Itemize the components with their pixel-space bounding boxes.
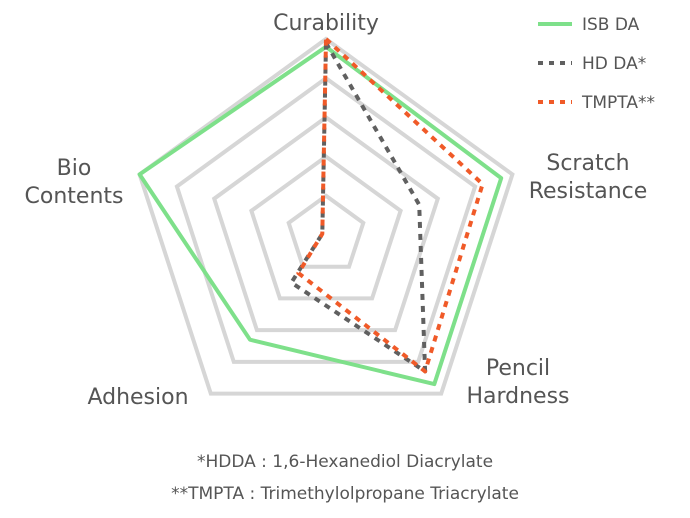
axis-label-line: Adhesion <box>87 385 188 410</box>
legend-label-1: HD DA* <box>582 54 646 74</box>
axis-label-0: Curability <box>273 11 379 36</box>
axis-label-line: Contents <box>25 184 124 209</box>
footnote-hdda: *HDDA : 1,6-Hexanediol Diacrylate <box>196 452 494 472</box>
legend: ISB DA HD DA* TMPTA** <box>538 15 655 113</box>
series-line-1 <box>289 40 428 374</box>
grid-ring-1 <box>286 193 366 269</box>
axis-label-line: Bio <box>57 156 92 181</box>
grid-ring-3 <box>211 114 441 333</box>
series-line-2 <box>296 37 485 374</box>
axis-label-line: Resistance <box>529 179 648 204</box>
axis-label-line: Hardness <box>466 384 569 409</box>
grid-ring-2 <box>249 154 403 301</box>
legend-label-2: TMPTA** <box>581 93 655 113</box>
footnote-tmpta: **TMPTA : Trimethylolpropane Triacrylate <box>171 484 519 504</box>
grid-ring-4 <box>174 75 478 364</box>
series-line-0 <box>137 44 504 387</box>
axis-label-line: Curability <box>273 11 379 36</box>
axis-label-line: Pencil <box>486 356 550 381</box>
axis-label-3: Adhesion <box>87 385 188 410</box>
axis-label-line: Scratch <box>546 151 629 176</box>
legend-label-0: ISB DA <box>582 15 640 35</box>
radar-series <box>137 37 504 387</box>
